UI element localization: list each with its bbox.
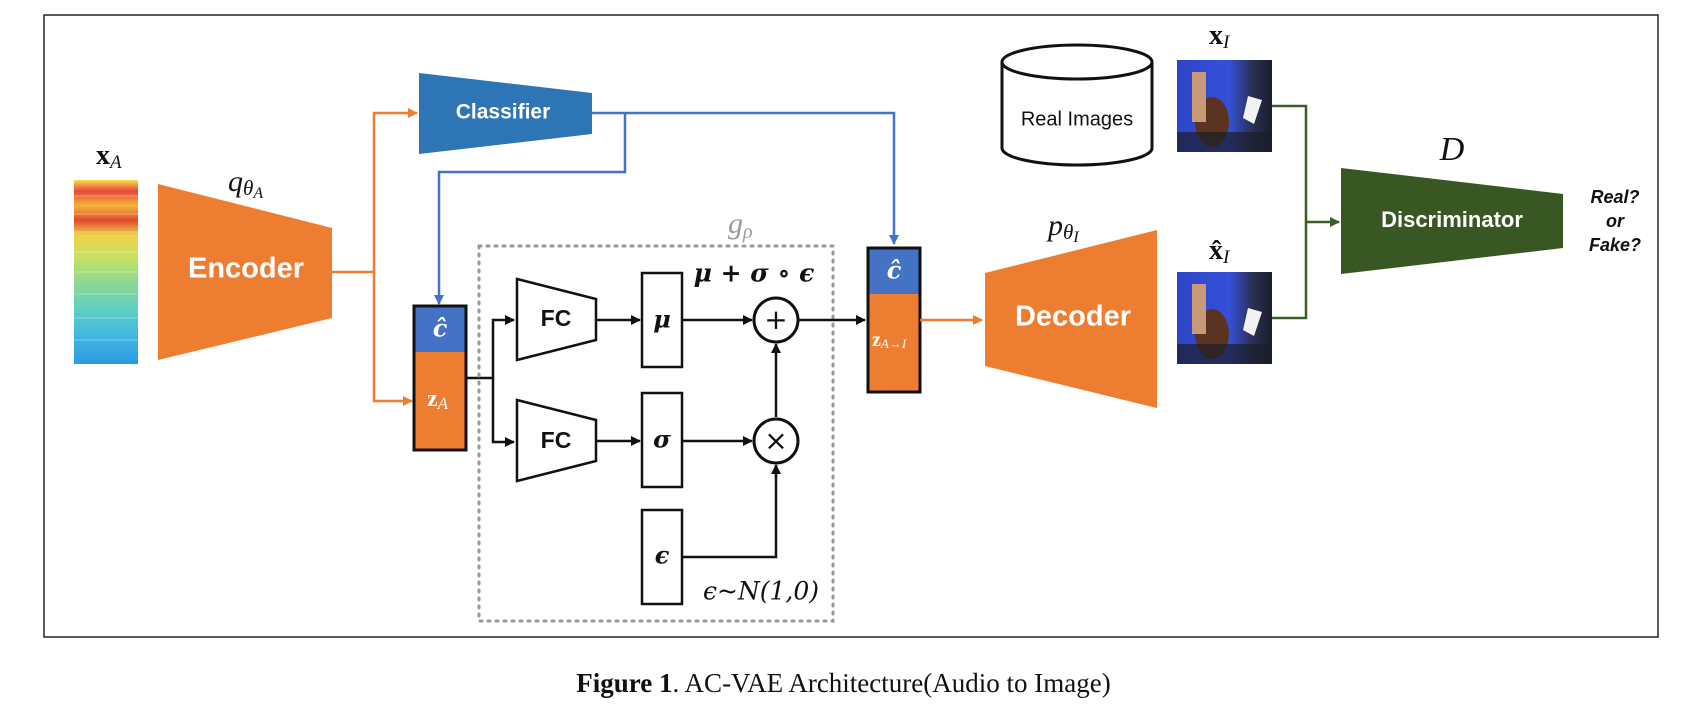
x-i-label: xI — [1209, 20, 1231, 53]
g-rho-label: gρ — [728, 207, 753, 243]
generated-image-to-discriminator-arrow — [1272, 222, 1308, 320]
latent-left-z — [414, 352, 466, 450]
caption-label: Figure 1 — [576, 668, 673, 698]
encoder-param-label: qθA — [228, 165, 263, 202]
encoder-block — [158, 184, 332, 360]
decoder-param-label: pθI — [1046, 209, 1079, 246]
x-i-hat-label: x̂I — [1209, 235, 1231, 268]
classifier-block — [419, 73, 592, 154]
real-images-database — [1000, 43, 1154, 167]
latent-left-z-label: zA — [427, 386, 449, 413]
latent-left-c-hat — [414, 306, 466, 352]
sigma-label: σ — [653, 425, 671, 454]
mu-label: μ — [653, 305, 671, 334]
decoder-label: Decoder — [1015, 301, 1131, 333]
g-rho-box — [477, 244, 835, 623]
real-images-label: Real Images — [1021, 108, 1133, 130]
epsilon-label: ϵ — [655, 541, 670, 570]
generated-image-thumbnail — [1177, 272, 1272, 364]
output-or-label: or — [1606, 211, 1625, 231]
discriminator-param-label: D — [1439, 131, 1465, 168]
output-fake-label: Fake? — [1589, 235, 1641, 255]
times-node — [752, 417, 800, 465]
epsilon-distribution: ϵ~N(1,0) — [703, 577, 819, 606]
classifier-to-latent-right-arrow — [592, 111, 899, 245]
real-image-thumbnail — [1177, 60, 1272, 152]
discriminator-label: Discriminator — [1381, 207, 1523, 232]
fc-bottom-label: FC — [541, 427, 572, 453]
caption-text: . AC-VAE Architecture(Audio to Image) — [672, 668, 1111, 698]
fc-top-label: FC — [541, 305, 572, 331]
encoder-to-latent-arrow — [372, 272, 413, 406]
latent-right-c-hat — [868, 248, 920, 294]
latent-left-c-hat-label: ĉ — [433, 314, 448, 343]
epsilon-to-times-arrow — [682, 464, 781, 559]
figure-frame — [43, 14, 1659, 638]
classifier-label: Classifier — [456, 101, 551, 124]
latent-to-fc-bottom-arrow — [491, 378, 515, 447]
fc-top-block — [515, 277, 598, 362]
encoder-to-classifier-arrow — [332, 108, 418, 274]
output-real-label: Real? — [1590, 187, 1639, 207]
real-image-to-discriminator-arrow — [1272, 104, 1340, 227]
times-label: × — [764, 424, 787, 457]
architecture-diagram: xA Encoder qθA Classifier ĉ zA gρ FC FC … — [43, 14, 1659, 638]
discriminator-block — [1341, 168, 1563, 274]
classifier-to-latent-left-arrow — [434, 113, 627, 305]
latent-right-z — [868, 294, 920, 392]
reparam-formula: μ + σ ∘ ϵ — [694, 259, 815, 288]
latent-right-c-hat-label: ĉ — [887, 256, 902, 285]
latent-to-fc-top-arrow — [466, 315, 515, 380]
plus-label: + — [764, 303, 787, 336]
fc-bottom-block — [515, 398, 598, 483]
latent-right-z-label: zA→I — [872, 329, 907, 351]
figure-caption: Figure 1. AC-VAE Architecture(Audio to I… — [0, 668, 1687, 699]
spectrogram-image — [74, 180, 138, 364]
x-a-label: xA — [96, 140, 122, 173]
encoder-label: Encoder — [188, 253, 304, 285]
decoder-block — [985, 230, 1157, 408]
